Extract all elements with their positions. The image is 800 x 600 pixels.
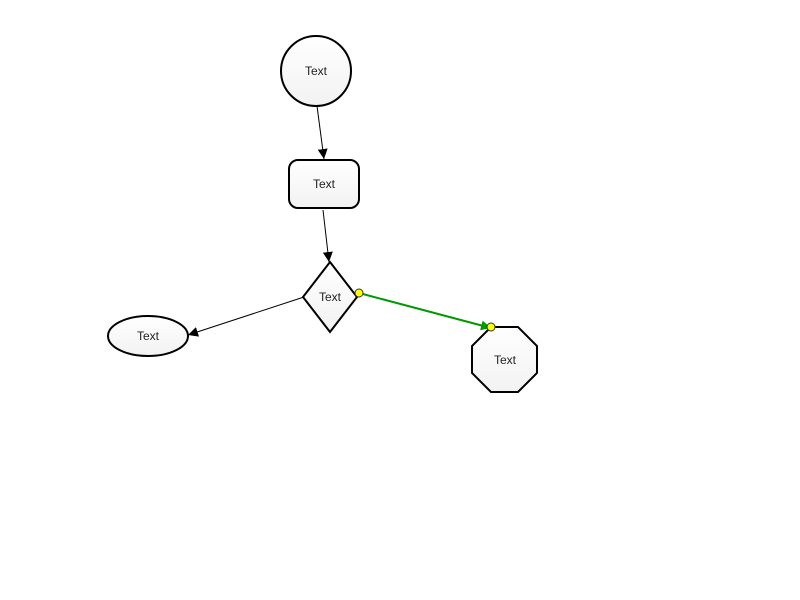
ellipse-node-label: Text	[137, 329, 160, 343]
decision-node-label: Text	[319, 290, 342, 304]
nodes-layer: Text Text Text Text Text	[107, 35, 538, 393]
edges-layer	[187, 105, 492, 337]
edge-decision-to-ellipse[interactable]	[187, 296, 305, 337]
edge-decision-to-octagon-selected[interactable]	[358, 292, 492, 331]
octagon-node-label: Text	[494, 353, 517, 367]
selection-handles	[354, 288, 496, 332]
circle-node-label: Text	[305, 64, 328, 78]
node-ellipse[interactable]: Text	[107, 315, 189, 357]
node-circle[interactable]: Text	[280, 35, 352, 107]
octagon-shape	[471, 326, 538, 393]
process-node-label: Text	[313, 177, 336, 191]
edge-target-handle[interactable]	[486, 322, 496, 332]
edge-source-handle[interactable]	[354, 288, 364, 298]
rounded-rect-shape	[288, 159, 360, 209]
node-octagon[interactable]: Text	[471, 326, 538, 393]
edge-process-to-decision[interactable]	[322, 209, 333, 263]
ellipse-shape	[107, 315, 189, 357]
node-decision[interactable]: Text	[301, 260, 359, 334]
diamond-shape	[301, 260, 359, 334]
node-process[interactable]: Text	[288, 159, 360, 209]
circle-shape	[280, 35, 352, 107]
edge-circle-to-process[interactable]	[316, 105, 328, 160]
